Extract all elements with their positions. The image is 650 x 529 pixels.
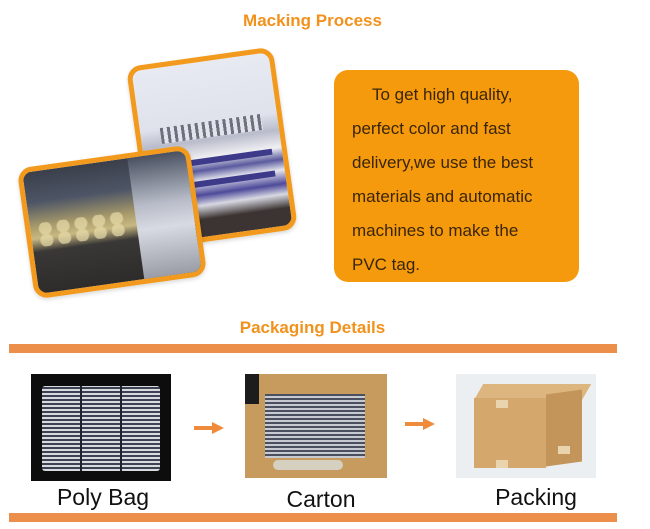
poly-bag [42, 386, 160, 471]
step-label-packing: Packing [495, 484, 577, 510]
box-front [474, 398, 546, 468]
box-tape [496, 400, 508, 408]
making-process-title: Macking Process [243, 11, 382, 30]
box-side [546, 389, 582, 467]
info-line: delivery,we use the best [352, 153, 534, 172]
box-tape [558, 446, 570, 454]
packaging-title: Packaging Details [239, 318, 386, 337]
mold-plate [127, 150, 202, 280]
bag-seam [120, 386, 122, 471]
arrow-right-icon [405, 418, 435, 430]
arrow-right-icon [194, 422, 224, 434]
machine-nozzles [159, 113, 263, 144]
step-label-carton: Carton [286, 486, 356, 512]
info-line: perfect color and fast [352, 119, 511, 138]
box-tape [496, 460, 508, 468]
poly-bag-photo [31, 374, 171, 481]
molding-photo [16, 144, 208, 300]
info-line: To get high quality, [372, 85, 513, 104]
step-label-poly-bag: Poly Bag [56, 484, 150, 510]
packing-box-photo [456, 374, 596, 478]
carton-roll [273, 460, 343, 470]
info-line: machines to make the [352, 221, 519, 240]
divider-top [9, 344, 617, 353]
carton-contents [265, 394, 365, 458]
info-line: materials and automatic [352, 187, 533, 206]
carton-photo [245, 374, 387, 478]
info-card: To get high quality, perfect color and f… [334, 70, 579, 282]
carton-shadow [245, 374, 259, 404]
bag-seam [80, 386, 82, 471]
mold-pattern [35, 210, 130, 248]
info-line: PVC tag. [352, 255, 421, 274]
divider-bottom [9, 513, 617, 522]
